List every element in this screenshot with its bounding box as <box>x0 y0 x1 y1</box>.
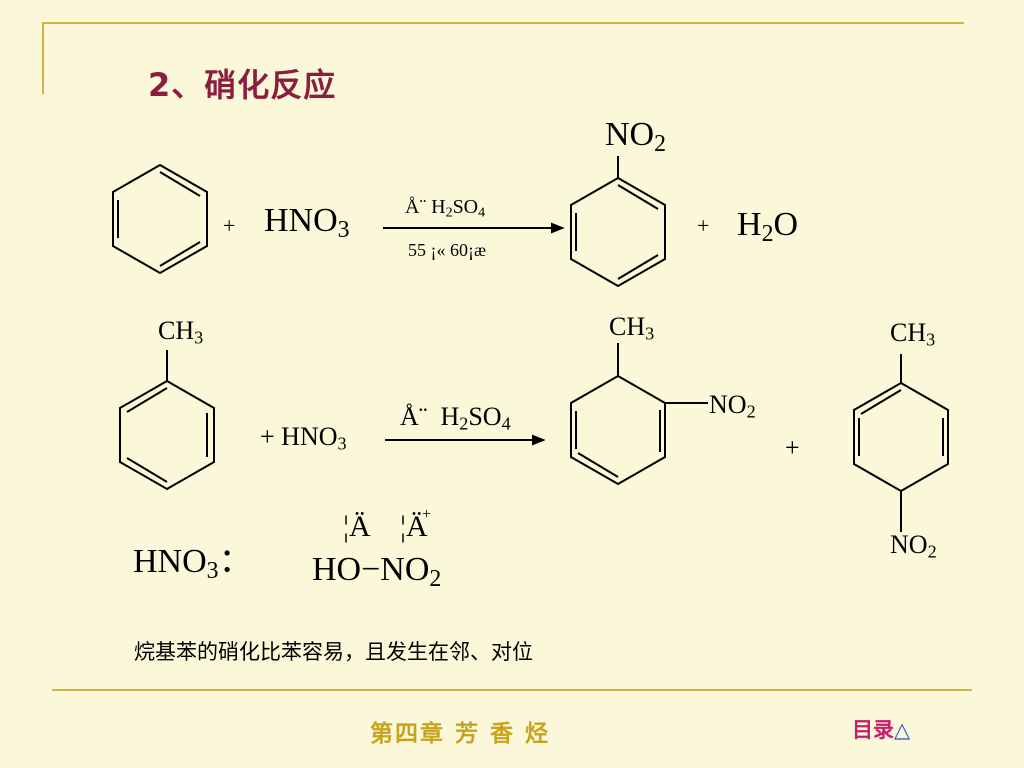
chapter-title: 第四章 芳 香 烃 <box>370 721 551 747</box>
partial-charge-plus: + <box>422 506 432 523</box>
hno3-label: HNO3： <box>133 543 253 584</box>
left-rule <box>42 22 44 94</box>
partial-charge-symbol: ¦Ä <box>343 510 371 543</box>
toc-label: 目录 <box>852 718 894 742</box>
nitro-group-label: NO2 <box>605 116 667 157</box>
explanatory-note: 烷基苯的硝化比苯容易，且发生在邻、对位 <box>134 640 533 664</box>
plus-sign: + <box>785 433 800 462</box>
nitric-acid-formula: + HNO3 <box>260 422 347 454</box>
top-rule <box>44 22 964 24</box>
benzene-ring <box>112 163 208 275</box>
toluene-ring <box>119 350 215 491</box>
toc-link[interactable]: 目录△ <box>852 714 910 744</box>
temperature-condition: 55 ¡« 60¡æ <box>408 240 486 260</box>
bottom-rule <box>52 689 972 691</box>
para-methyl-label: CH3 <box>890 318 936 350</box>
ortho-nitro-label: NO2 <box>709 390 756 422</box>
para-nitro-label: NO2 <box>890 530 937 562</box>
nitrobenzene-ring <box>570 156 666 288</box>
para-nitrotoluene-ring <box>853 354 949 532</box>
catalyst-label: Å¨ H2SO4 <box>405 196 486 221</box>
slide-title: 2、硝化反应 <box>148 66 337 104</box>
ortho-nitrotoluene-ring <box>570 343 708 486</box>
partial-charge-symbol: ¦Ä <box>400 510 428 543</box>
nitric-acid-formula: HNO3 <box>264 202 350 243</box>
triangle-icon: △ <box>894 718 911 742</box>
ortho-methyl-label: CH3 <box>609 312 655 344</box>
plus-sign: + <box>223 213 236 238</box>
hno3-bond-structure: HO−NO2 <box>312 551 442 592</box>
toluene-methyl-label: CH3 <box>158 316 204 348</box>
water-formula: H2O <box>737 206 799 247</box>
catalyst-label: Å¨ H2SO4 <box>400 402 511 434</box>
plus-sign: + <box>697 213 710 238</box>
